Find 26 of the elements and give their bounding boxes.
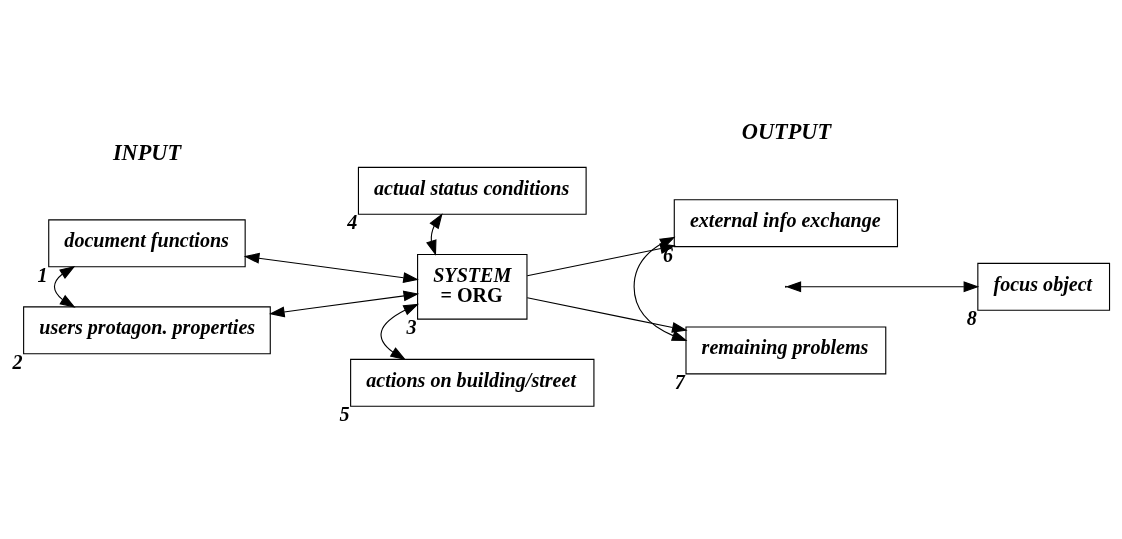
- node-box: actions on building/street: [350, 358, 595, 407]
- node-label: 3: [406, 316, 417, 339]
- node-box: actual status conditions: [357, 166, 587, 215]
- node-box: document functions: [48, 219, 246, 268]
- node-label: 4: [347, 211, 358, 234]
- arrow: [243, 252, 419, 284]
- node-label: 2: [12, 350, 23, 373]
- arrow: [526, 297, 688, 333]
- node-label: 1: [37, 263, 48, 286]
- node-label: 6: [663, 243, 674, 266]
- node-box: SYSTEM = ORG: [417, 253, 528, 320]
- node-label: 5: [339, 403, 350, 426]
- node-label: 8: [966, 307, 977, 330]
- node-box: focus object: [977, 262, 1111, 311]
- arrow: [269, 290, 420, 318]
- arrow: [53, 265, 76, 308]
- node-box: remaining problems: [685, 326, 887, 375]
- node-box: external info exchange: [673, 199, 899, 248]
- arrow: [380, 303, 419, 361]
- arrow: [785, 281, 980, 293]
- arrow: [633, 236, 688, 341]
- node-label: 7: [674, 370, 685, 393]
- label: OUTPUT: [741, 119, 832, 145]
- label: INPUT: [112, 139, 182, 165]
- arrow: [426, 213, 443, 256]
- node-box: users protagon. properties: [23, 306, 271, 355]
